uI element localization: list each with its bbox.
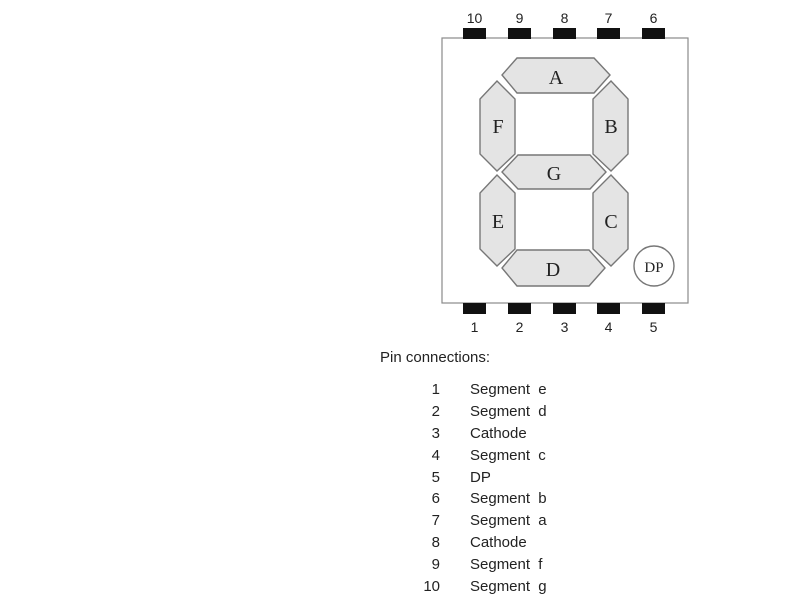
pin-row: 10 Segment g (416, 575, 547, 597)
segment-label: A (549, 67, 564, 89)
pin-function: Segment f (470, 555, 543, 573)
bottom-pin: 3 (553, 303, 576, 335)
pin-number-label: 1 (471, 319, 479, 335)
top-pin: 9 (508, 10, 531, 39)
pin-number: 9 (431, 555, 440, 573)
pin-lead (463, 303, 486, 314)
pin-number: 2 (431, 403, 440, 421)
top-pin: 7 (597, 10, 620, 39)
pin-function: Segment g (470, 577, 547, 595)
pin-number-label: 8 (561, 10, 569, 26)
bottom-pin: 2 (508, 303, 531, 335)
pin-lead (553, 303, 576, 314)
segment-f: F (479, 79, 516, 172)
segment-label: C (604, 211, 617, 233)
segment-shape (592, 79, 629, 172)
bottom-pin: 4 (597, 303, 620, 335)
pin-row: 8 Cathode (416, 532, 547, 554)
pin-function: Cathode (470, 424, 527, 442)
top-pin: 10 (463, 10, 486, 39)
decimal-point-shape (633, 245, 675, 287)
segment-label: F (492, 116, 503, 138)
pin-number-label: 7 (605, 10, 613, 26)
pin-function: Segment b (470, 490, 547, 508)
pin-connections-table: 1 Segment e 2 Segment d 3 Cathode 4 Segm… (416, 379, 547, 597)
pin-row: 7 Segment a (416, 510, 547, 532)
pin-function: DP (470, 468, 491, 486)
segment-b: B (592, 79, 629, 172)
segment-a: A (501, 57, 611, 94)
segment-shape (501, 154, 607, 190)
pin-number: 1 (431, 381, 440, 399)
segment-shape (501, 249, 606, 287)
pin-lead (508, 28, 531, 39)
pin-number-label: 9 (516, 10, 524, 26)
segment-label: B (604, 116, 617, 138)
pin-number-label: 2 (516, 319, 524, 335)
pin-number-label: 6 (650, 10, 658, 26)
decimal-point: DP (633, 245, 675, 287)
pin-number: 4 (431, 446, 440, 464)
pin-function: Segment d (470, 403, 547, 421)
bottom-pin: 5 (642, 303, 665, 335)
pin-function: Segment c (470, 446, 546, 464)
segment-shape (592, 173, 629, 267)
pin-number: 5 (431, 468, 440, 486)
segment-shape (501, 57, 611, 94)
pin-row: 4 Segment c (416, 444, 547, 466)
pin-row: 1 Segment e (416, 379, 547, 401)
segment-c: C (592, 173, 629, 267)
pin-lead (597, 303, 620, 314)
pin-number-label: 10 (467, 10, 483, 26)
pin-connections-title: Pin connections: (380, 349, 491, 366)
pin-function: Segment a (470, 512, 547, 530)
pin-row: 2 Segment d (416, 401, 547, 423)
segment-label: G (547, 163, 561, 185)
pin-number: 6 (431, 490, 440, 508)
pin-row: 6 Segment b (416, 488, 547, 510)
decimal-point-label: DP (644, 260, 663, 276)
top-pin: 6 (642, 10, 665, 39)
pin-number-label: 4 (605, 319, 613, 335)
segment-e: E (479, 173, 516, 267)
segment-g: G (501, 154, 607, 190)
bottom-pin: 1 (463, 303, 486, 335)
pin-function: Segment e (470, 381, 547, 399)
pin-number: 3 (431, 424, 440, 442)
segment-shape (479, 79, 516, 172)
pin-row: 3 Cathode (416, 423, 547, 445)
pin-lead (642, 28, 665, 39)
pin-number: 7 (431, 512, 440, 530)
pin-number: 8 (431, 533, 440, 551)
pin-number-label: 3 (561, 319, 569, 335)
top-pins: 10 9 8 7 6 (463, 10, 665, 39)
pin-row: 5 DP (416, 466, 547, 488)
pin-number: 10 (423, 577, 440, 595)
pin-lead (597, 28, 620, 39)
segment-d: D (501, 249, 606, 287)
pin-function: Cathode (470, 533, 527, 551)
segment-shape (479, 173, 516, 267)
pin-number-label: 5 (650, 319, 658, 335)
top-pin: 8 (553, 10, 576, 39)
bottom-pins: 1 2 3 4 5 (463, 303, 665, 335)
segment-label: E (492, 211, 504, 233)
segment-label: D (546, 259, 560, 281)
pin-lead (553, 28, 576, 39)
pin-lead (508, 303, 531, 314)
pin-row: 9 Segment f (416, 553, 547, 575)
pin-lead (642, 303, 665, 314)
pin-lead (463, 28, 486, 39)
